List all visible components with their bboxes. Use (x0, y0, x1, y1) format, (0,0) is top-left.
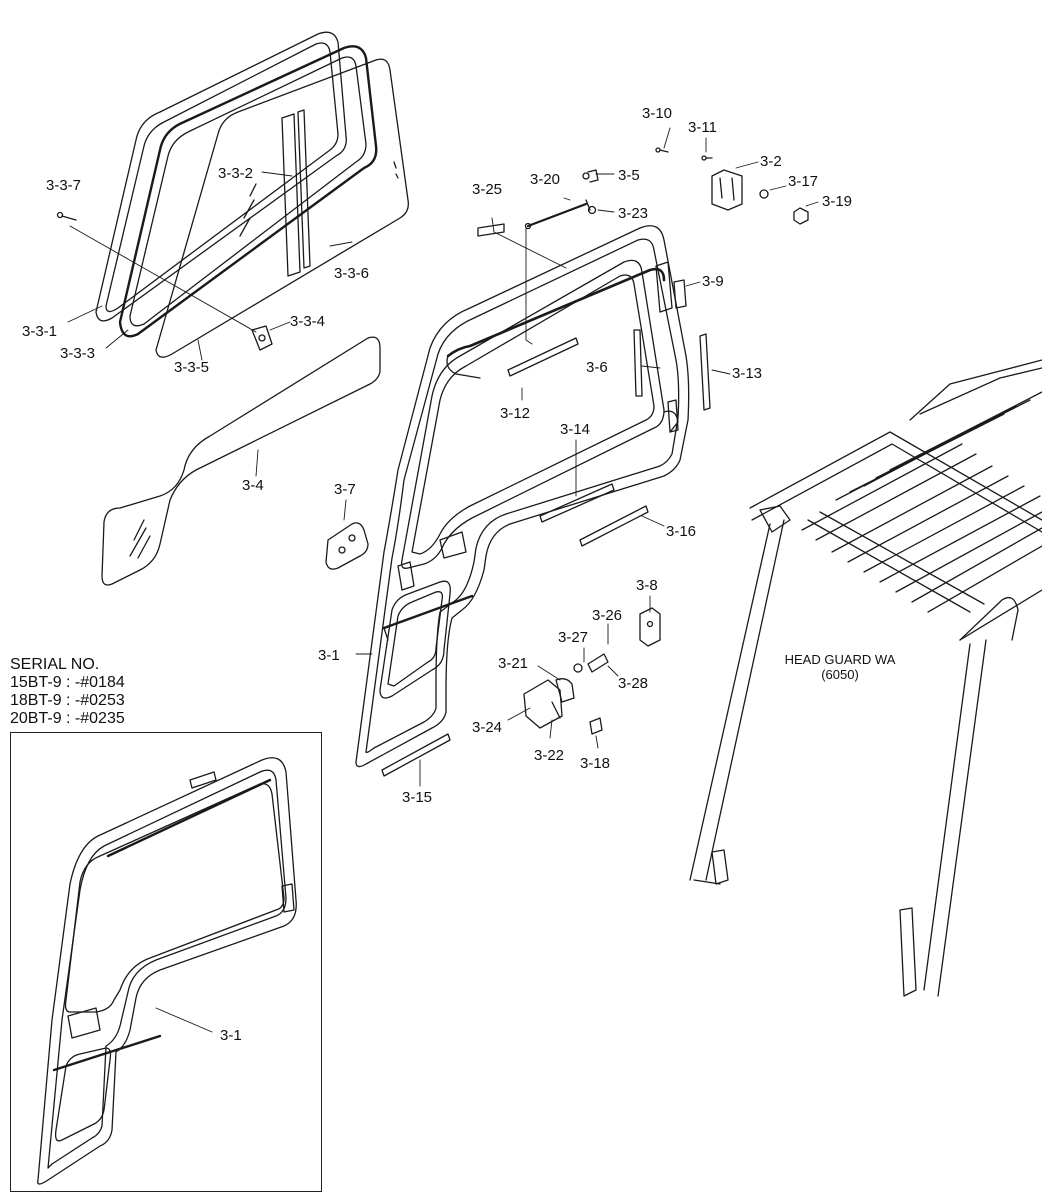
label-3-6: 3-6 (586, 359, 608, 376)
striker-latch (639, 607, 661, 647)
hinge-bolt-pins (655, 147, 713, 161)
door-lock-catch (325, 522, 369, 570)
label-3-21: 3-21 (498, 655, 528, 672)
label-3-3-5: 3-3-5 (174, 359, 209, 376)
damper-rod (524, 199, 591, 345)
serial-line-18bt: 18BT-9 : -#0253 (10, 692, 125, 709)
label-3-23: 3-23 (618, 205, 648, 222)
serial-heading: SERIAL NO. (10, 656, 100, 673)
label-3-28: 3-28 (618, 675, 648, 692)
label-3-22: 3-22 (534, 747, 564, 764)
label-3-3-3: 3-3-3 (60, 345, 95, 362)
serial-line-20bt: 20BT-9 : -#0235 (10, 710, 125, 727)
label-3-3-7: 3-3-7 (46, 177, 81, 194)
window-rubber-channel (118, 45, 378, 338)
glass-divider-strip (281, 109, 311, 277)
label-3-26: 3-26 (592, 607, 622, 624)
label-3-10: 3-10 (642, 105, 672, 122)
serial-number-note: SERIAL NO. 15BT-9 : -#0184 18BT-9 : -#02… (10, 656, 125, 728)
label-3-3-1: 3-3-1 (22, 323, 57, 340)
head-guard-frame (689, 359, 1042, 997)
inset-box (10, 732, 322, 1192)
label-3-3-6: 3-3-6 (334, 265, 369, 282)
label-3-3-4: 3-3-4 (290, 313, 325, 330)
window-latch-screw (56, 211, 77, 221)
label-3-27: 3-27 (558, 629, 588, 646)
label-3-15: 3-15 (402, 789, 432, 806)
inset-door-frame (37, 757, 297, 1185)
weather-strip-top (477, 223, 505, 237)
label-3-13: 3-13 (732, 365, 762, 382)
label-3-17: 3-17 (788, 173, 818, 190)
label-3-8: 3-8 (636, 577, 658, 594)
leader-lines (67, 127, 819, 1033)
serial-line-15bt: 15BT-9 : -#0184 (10, 674, 125, 691)
label-3-4: 3-4 (242, 477, 264, 494)
label-3-18: 3-18 (580, 755, 610, 772)
rear-window-seal-frame (95, 31, 347, 322)
head-guard-label: HEAD GUARD WA (6050) (780, 652, 900, 682)
label-3-20: 3-20 (530, 171, 560, 188)
hinge-plate-right (673, 279, 687, 309)
label-3-1: 3-1 (318, 647, 340, 664)
label-3-25: 3-25 (472, 181, 502, 198)
label-3-11: 3-11 (688, 119, 717, 136)
door-seal-strips (381, 329, 711, 777)
label-3-9: 3-9 (702, 273, 724, 290)
window-catch-bracket (251, 325, 273, 351)
head-guard-code: (6050) (821, 667, 859, 682)
label-3-7: 3-7 (334, 481, 356, 498)
label-3-5: 3-5 (618, 167, 640, 184)
label-3-12: 3-12 (500, 405, 530, 422)
damper-bracket-upper (582, 169, 599, 215)
door-frame-main (355, 225, 690, 768)
label-3-14: 3-14 (560, 421, 590, 438)
part-labels: 3-3-7 3-3-2 3-3-6 3-3-1 3-3-4 3-3-3 3-3-… (22, 105, 852, 1044)
label-3-19: 3-19 (822, 193, 852, 210)
side-glass-panel (101, 336, 381, 586)
door-hinge-bracket (711, 169, 809, 225)
label-3-16: 3-16 (666, 523, 696, 540)
label-3-1-inset: 3-1 (220, 1027, 242, 1044)
door-stopper-assembly (523, 653, 609, 735)
label-3-24: 3-24 (472, 719, 502, 736)
label-3-3-2: 3-3-2 (218, 165, 253, 182)
label-3-2: 3-2 (760, 153, 782, 170)
head-guard-name: HEAD GUARD WA (784, 652, 896, 667)
sliding-glass-panel (155, 58, 409, 358)
